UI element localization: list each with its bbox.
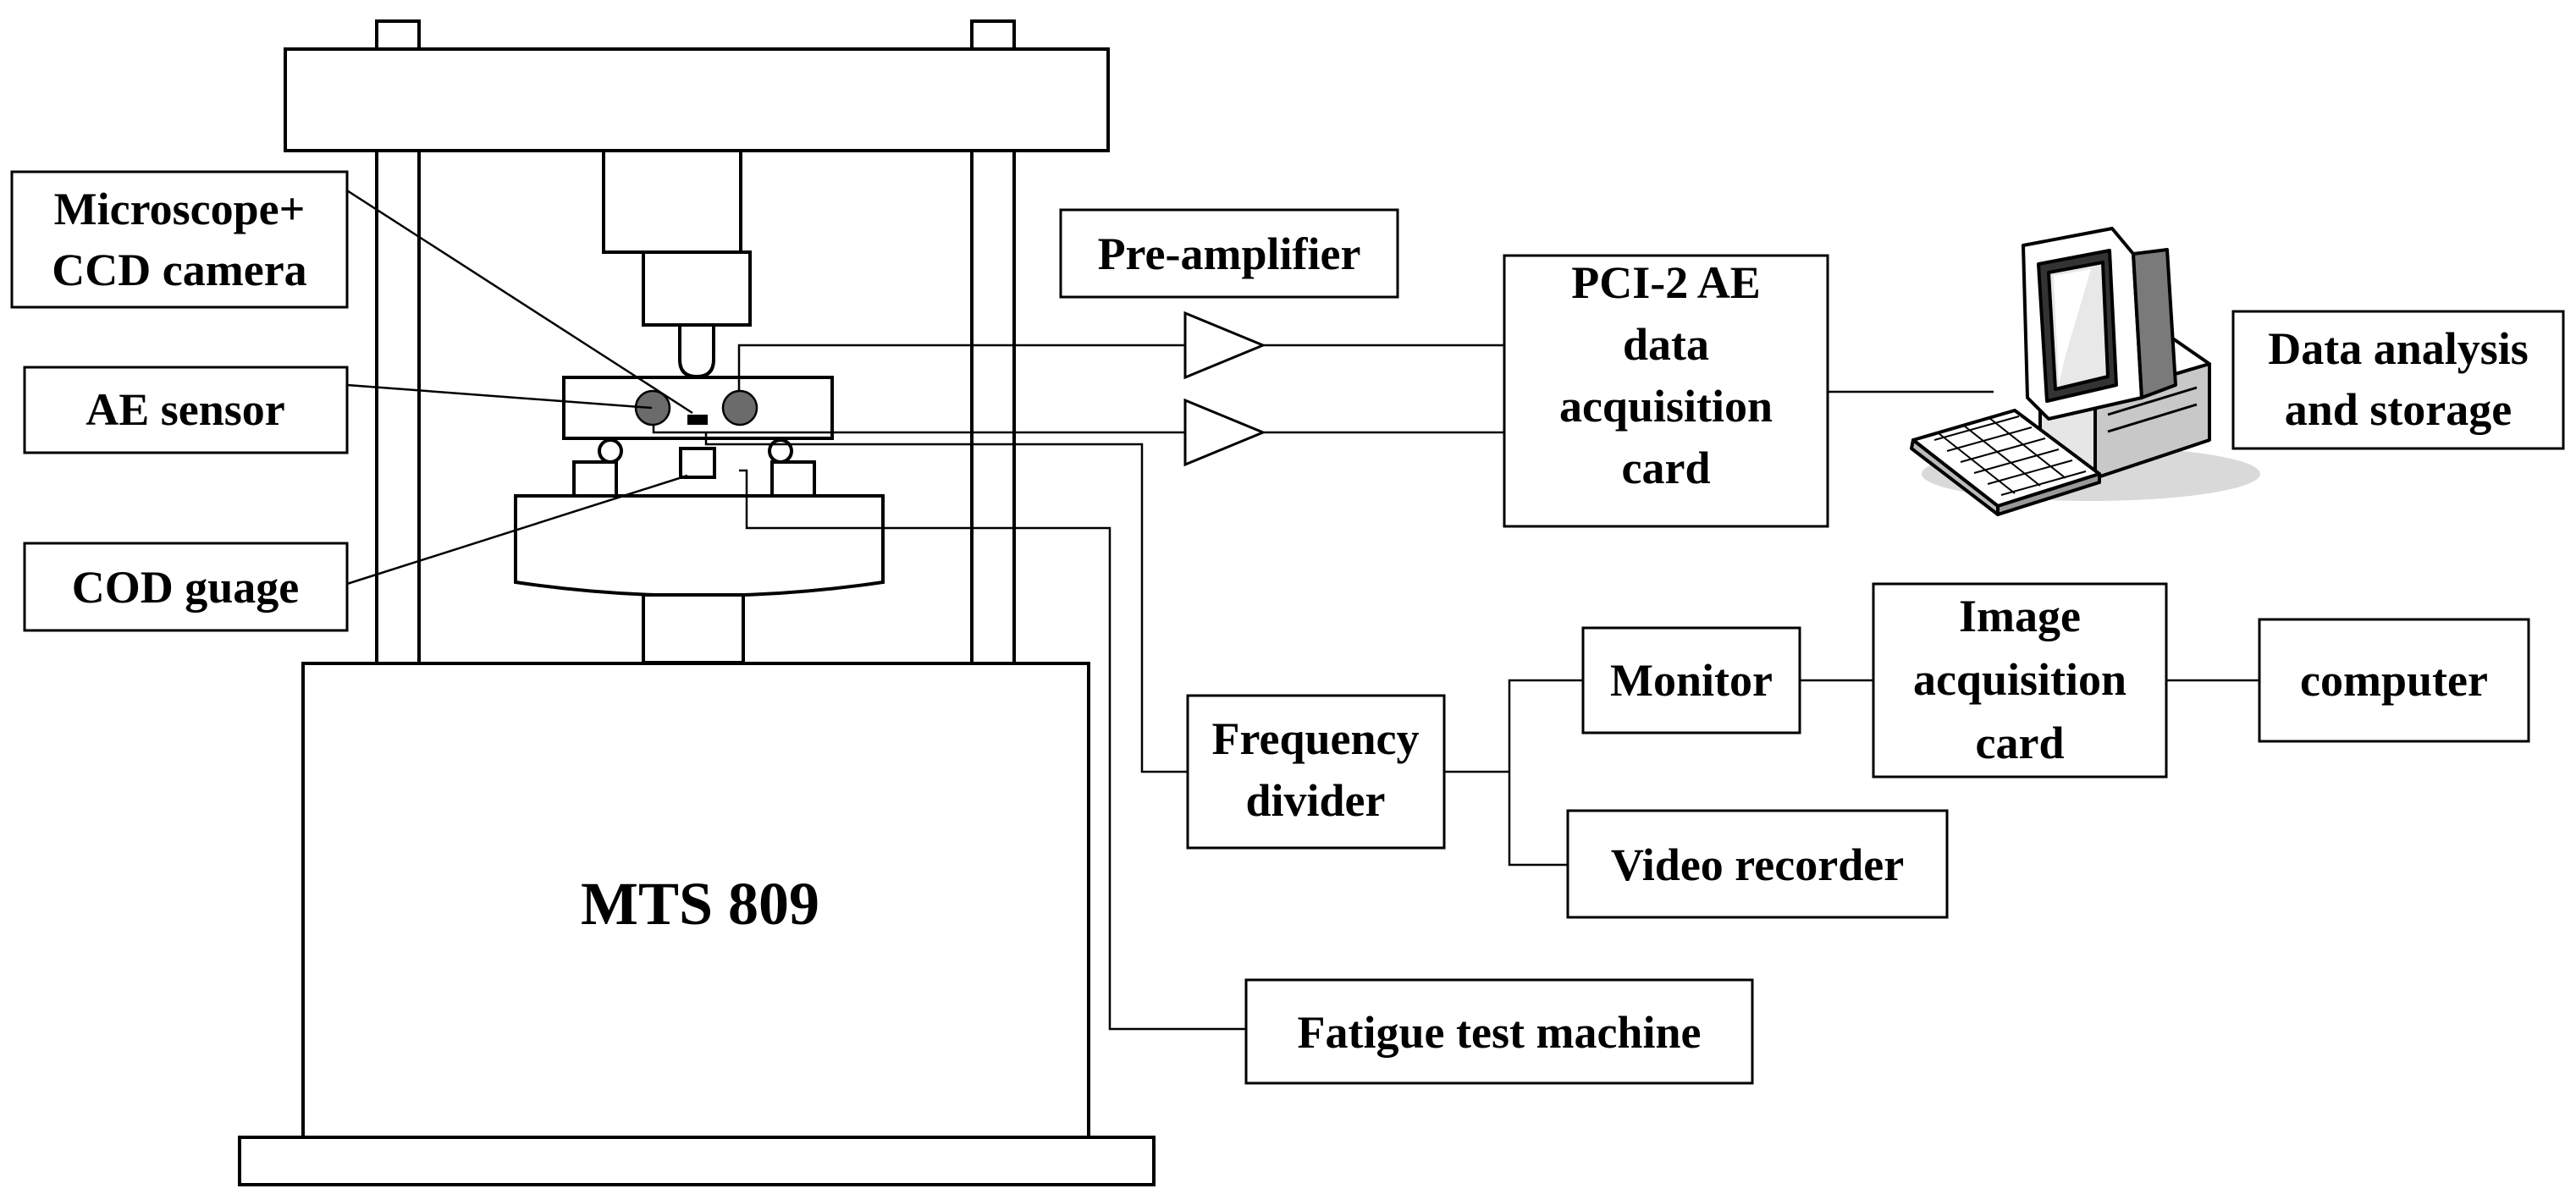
- video-recorder-label: Video recorder: [1611, 839, 1904, 890]
- ae-sensor-right: [721, 389, 758, 426]
- support-block-right: [770, 460, 816, 498]
- amplifier-triangle-icon: [1183, 311, 1266, 380]
- pci-card-label-line4: card: [1622, 443, 1711, 493]
- column-left: [375, 149, 421, 665]
- data-analysis-label-line2: and storage: [2285, 384, 2513, 435]
- data-analysis-box: [2231, 310, 2565, 450]
- actuator-upper: [642, 250, 752, 327]
- cod-gauge-body: [679, 447, 716, 479]
- pci-card-label-line3: acquisition: [1559, 381, 1773, 432]
- support-roller-left: [598, 438, 623, 464]
- machine-foot: [238, 1136, 1156, 1186]
- upper-loading-pin: [678, 323, 715, 379]
- computer-box: [2258, 618, 2530, 743]
- pre-amplifier-label: Pre-amplifier: [1098, 228, 1361, 279]
- monitor-label: Monitor: [1610, 655, 1773, 706]
- microscope-label-line1: Microscope+: [54, 184, 306, 234]
- computer-label: computer: [2300, 655, 2488, 706]
- lower-platen: [514, 494, 885, 597]
- frequency-divider-label-line2: divider: [1245, 775, 1385, 826]
- load-cell: [602, 149, 742, 254]
- load-frame: [238, 19, 1156, 1186]
- lower-actuator: [642, 593, 745, 664]
- microscope-target: [687, 415, 708, 425]
- cod-gauge-label: COD guage: [72, 562, 300, 613]
- pre-amplifier-box: [1059, 208, 1399, 299]
- connection-lines: [339, 184, 2259, 1031]
- machine-label: MTS 809: [581, 870, 819, 938]
- amplifier-triangle-icon: [1183, 398, 1266, 467]
- ae-sensor-label: AE sensor: [85, 384, 285, 435]
- specimen: [562, 376, 834, 440]
- pci-card-label-line1: PCI-2 AE: [1571, 257, 1761, 308]
- column-right: [970, 149, 1016, 665]
- image-card-box: [1872, 582, 2168, 779]
- image-card-label-line2: acquisition: [1913, 654, 2126, 705]
- microscope-label-box: [10, 170, 349, 309]
- monitor-box: [1581, 626, 1801, 735]
- pci-card-label-line2: data: [1623, 319, 1709, 370]
- pci-card-box: [1503, 254, 1829, 528]
- support-block-left: [572, 460, 618, 498]
- data-analysis-label-line1: Data analysis: [2268, 323, 2529, 374]
- image-card-label-line1: Image: [1959, 591, 2081, 641]
- image-card-label-line3: card: [1976, 718, 2065, 768]
- video-recorder-box: [1566, 809, 1949, 919]
- microscope-label-line2: CCD camera: [52, 245, 306, 295]
- fatigue-machine-label: Fatigue test machine: [1298, 1007, 1702, 1058]
- crosshead: [284, 47, 1110, 152]
- machine-base: [301, 662, 1090, 1139]
- frequency-divider-box: [1186, 694, 1446, 850]
- cod-gauge-label-box: [23, 542, 349, 632]
- frequency-divider-label-line1: Frequency: [1212, 713, 1420, 764]
- ae-sensor-label-box: [23, 366, 349, 454]
- fatigue-machine-box: [1244, 978, 1754, 1085]
- desktop-computer-icon: [1910, 227, 2260, 516]
